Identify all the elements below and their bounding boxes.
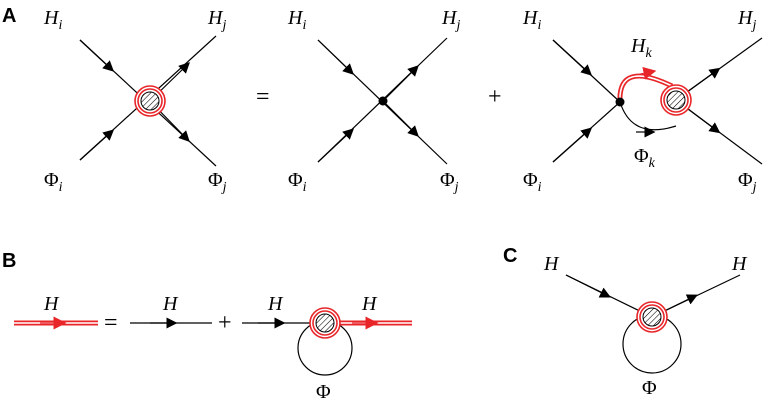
- label-Phi-k-a3: Φk: [634, 145, 656, 171]
- label-H-i-a2: Hi: [287, 7, 306, 33]
- plus-sign-a: +: [488, 84, 502, 110]
- label-H-i-a1: Hi: [43, 7, 62, 33]
- panel-label-c: C: [503, 245, 517, 267]
- tadpole-vertex-c: [565, 274, 741, 374]
- label-H-i-a3: Hi: [522, 7, 541, 33]
- equals-sign-b: =: [104, 310, 118, 336]
- vertex-dressed-a1: [79, 35, 217, 167]
- propagator-loop-b3: [242, 307, 412, 376]
- label-H-out-b3: H: [361, 293, 378, 315]
- label-Phi-i-a1: Φi: [44, 169, 63, 195]
- label-H-b2: H: [162, 293, 179, 315]
- label-Phi-j-a3: Φj: [738, 169, 757, 195]
- label-H-out-c: H: [731, 253, 748, 275]
- label-Phi-i-a2: Φi: [288, 169, 307, 195]
- vertex-bare-a2: [317, 37, 448, 165]
- vertex-loop-a3: [552, 37, 763, 165]
- label-Phi-c: Φ: [642, 377, 657, 399]
- plus-sign-b: +: [218, 310, 232, 336]
- label-H-k-a3: Hk: [630, 35, 652, 61]
- label-Phi-j-a1: Φj: [208, 169, 227, 195]
- label-Phi-b3: Φ: [316, 381, 331, 403]
- label-H-j-a1: Hj: [207, 7, 226, 33]
- label-Phi-i-a3: Φi: [523, 169, 542, 195]
- label-H-in-c: H: [543, 253, 560, 275]
- label-Phi-j-a2: Φj: [440, 169, 459, 195]
- label-H-j-a3: Hj: [737, 7, 756, 33]
- equals-sign-a: =: [256, 84, 270, 110]
- panel-label-b: B: [2, 250, 16, 272]
- panel-label-a: A: [2, 5, 16, 27]
- label-H-b1: H: [43, 293, 60, 315]
- label-H-in-b3: H: [267, 293, 284, 315]
- label-H-j-a2: Hj: [441, 7, 460, 33]
